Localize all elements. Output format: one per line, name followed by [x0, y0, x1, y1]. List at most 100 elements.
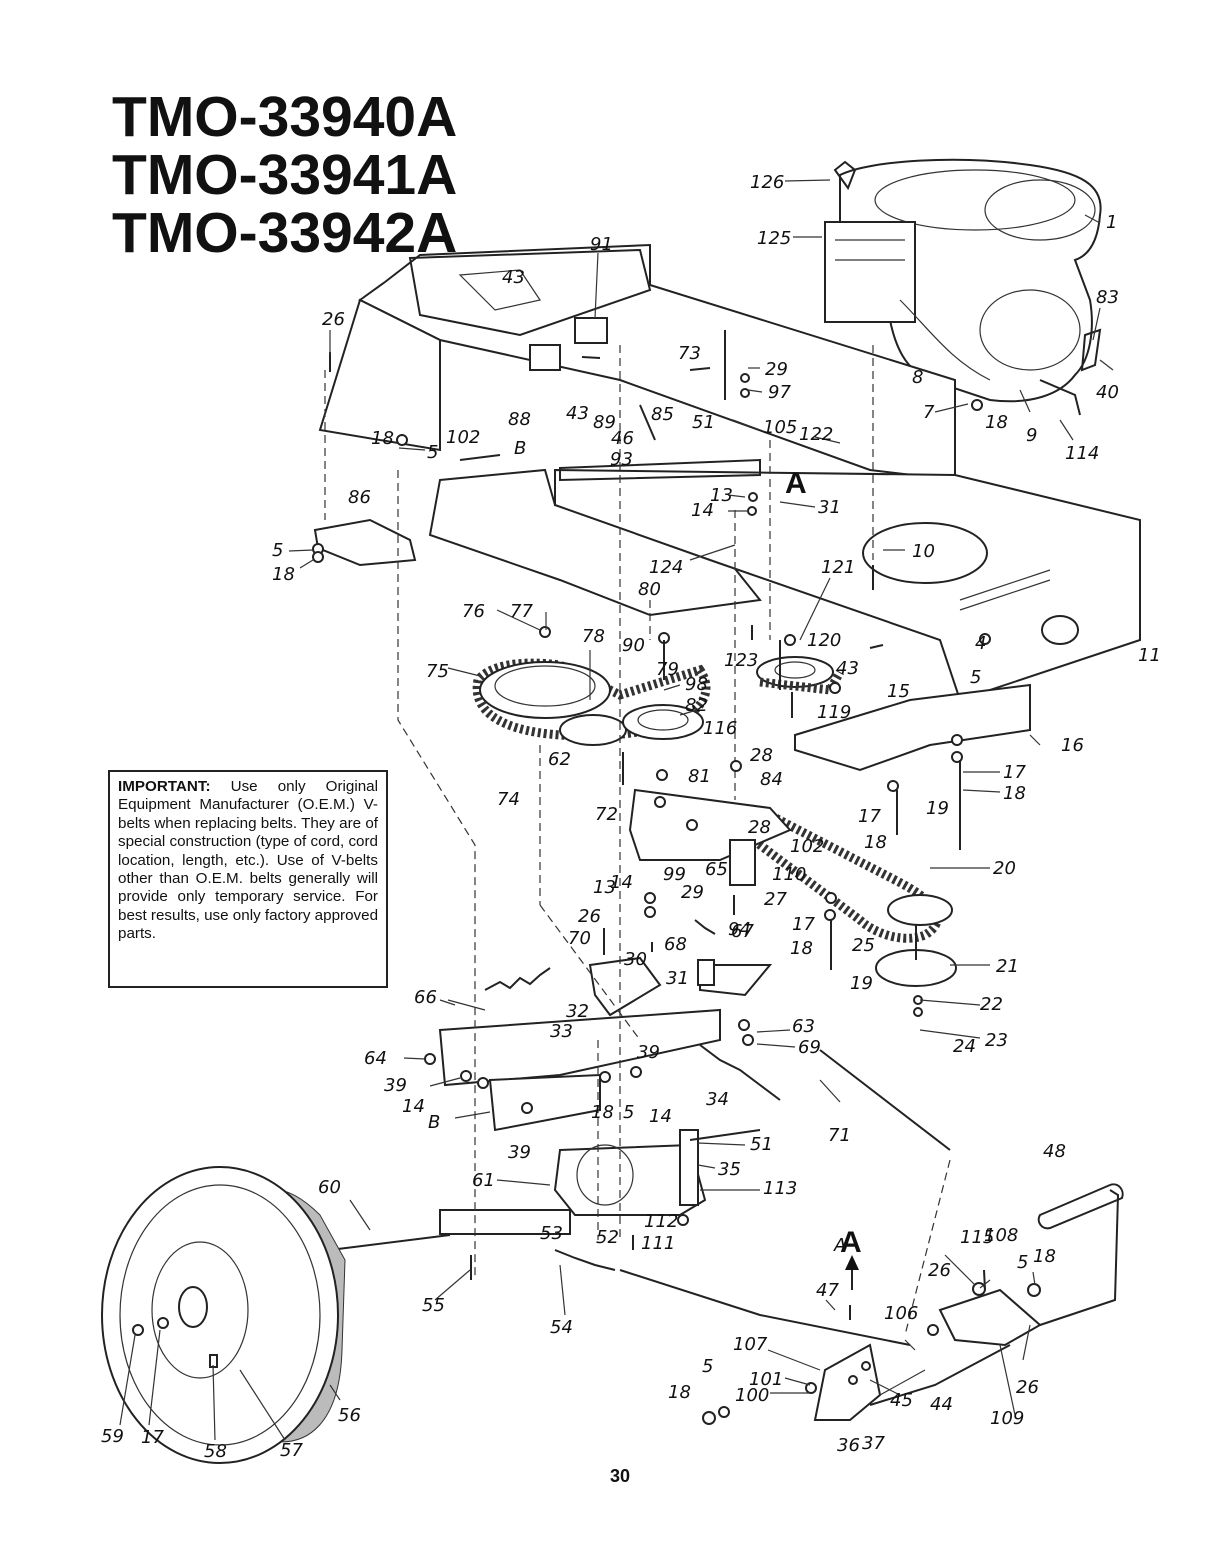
callout: 22 [980, 994, 1003, 1015]
callout: 36 [837, 1435, 860, 1456]
callout: 105 [763, 417, 797, 438]
callout: 60 [318, 1177, 341, 1198]
callout: 83 [1096, 287, 1119, 308]
callout: 44 [930, 1394, 953, 1415]
callout: 110 [772, 864, 806, 885]
callout: 102 [446, 427, 480, 448]
callout: 69 [798, 1037, 821, 1058]
callout: 90 [622, 635, 645, 656]
callout: 113 [763, 1178, 797, 1199]
callout: 7 [923, 402, 935, 423]
callout: 13 [593, 877, 616, 898]
callout: 17 [792, 914, 815, 935]
callout: 18 [985, 412, 1008, 433]
callout: 89 [593, 412, 616, 433]
callout: 65 [705, 859, 728, 880]
callout-letter: A [840, 1226, 862, 1259]
callout: 116 [703, 718, 737, 739]
callout: 29 [765, 359, 788, 380]
callout: 28 [748, 817, 771, 838]
callout: 76 [462, 601, 485, 622]
callout: A [833, 1235, 846, 1256]
callout: 45 [890, 1390, 913, 1411]
callout: 17 [858, 806, 881, 827]
callout-labels: 126 1 125 83 40 8 7 18 9 114 91 43 26 73… [101, 172, 1161, 1462]
callout: 102 [790, 836, 824, 857]
callout: 125 [757, 228, 791, 249]
model-title-3: TMO-33942A [112, 201, 458, 265]
callout: 46 [611, 428, 634, 449]
callout: 28 [750, 745, 773, 766]
callout: 26 [322, 309, 345, 330]
callout: 10 [912, 541, 935, 562]
callout: 84 [760, 769, 783, 790]
callout-letter: A [785, 467, 807, 500]
callout: 67 [731, 921, 754, 942]
callout: 16 [1061, 735, 1084, 756]
callout: 112 [644, 1211, 678, 1232]
callout: 97 [768, 382, 791, 403]
callout: 68 [664, 934, 687, 955]
callout: 14 [649, 1106, 672, 1127]
callout: 56 [338, 1405, 361, 1426]
callout: 100 [735, 1385, 769, 1406]
callout: 52 [596, 1227, 619, 1248]
callout: 51 [750, 1134, 773, 1155]
callout: 74 [497, 789, 520, 810]
callout: 61 [472, 1170, 495, 1191]
callout: 43 [502, 267, 525, 288]
callout: 5 [702, 1356, 713, 1377]
callout: 63 [792, 1016, 815, 1037]
notice-text: Use only Original Equipment Manufacturer… [118, 778, 379, 943]
callout: 120 [807, 630, 841, 651]
callout: 5 [623, 1102, 634, 1123]
callout: 124 [649, 557, 683, 578]
callout: 70 [568, 928, 591, 949]
callout: 81 [688, 766, 711, 787]
callout: 18 [591, 1102, 614, 1123]
callout: 26 [578, 906, 601, 927]
callout: 80 [638, 579, 661, 600]
model-title-2: TMO-33941A [112, 143, 458, 207]
callout: 54 [550, 1317, 573, 1338]
callout: 66 [414, 987, 437, 1008]
leader-lines [119, 179, 1114, 1441]
callout: 91 [590, 234, 613, 255]
callout: 122 [799, 424, 833, 445]
notice-heading: IMPORTANT: [118, 778, 211, 795]
callout: 75 [426, 661, 449, 682]
callout: 30 [624, 949, 647, 970]
chassis-frame [313, 243, 1141, 772]
callout: 20 [993, 858, 1016, 879]
callout: 59 [101, 1426, 124, 1447]
callout: 8 [912, 367, 923, 388]
callout: 18 [668, 1382, 691, 1403]
callout: 40 [1096, 382, 1119, 403]
callout: 106 [884, 1303, 918, 1324]
callout: 24 [953, 1036, 976, 1057]
callout: 18 [790, 938, 813, 959]
callout: 21 [996, 956, 1019, 977]
callout: 5 [1017, 1252, 1028, 1273]
callout: 43 [566, 403, 589, 424]
callout: 78 [582, 626, 605, 647]
callout: 108 [984, 1225, 1018, 1246]
callout: 37 [862, 1433, 885, 1454]
callout: B [514, 438, 526, 459]
callout: 62 [548, 749, 571, 770]
callout: 43 [836, 658, 859, 679]
callout: 111 [641, 1233, 675, 1254]
callout: 29 [681, 882, 704, 903]
callout: 23 [985, 1030, 1008, 1051]
shift-lever-assembly [619, 1049, 1124, 1421]
callout: 32 [566, 1001, 589, 1022]
callout: 33 [550, 1021, 573, 1042]
callout: 94 [728, 919, 751, 940]
callout: 13 [710, 485, 733, 506]
callout: 31 [818, 497, 841, 518]
callout: 17 [141, 1427, 164, 1448]
callout: 5 [970, 667, 981, 688]
callout: 48 [1043, 1141, 1066, 1162]
callout: 79 [656, 659, 679, 680]
